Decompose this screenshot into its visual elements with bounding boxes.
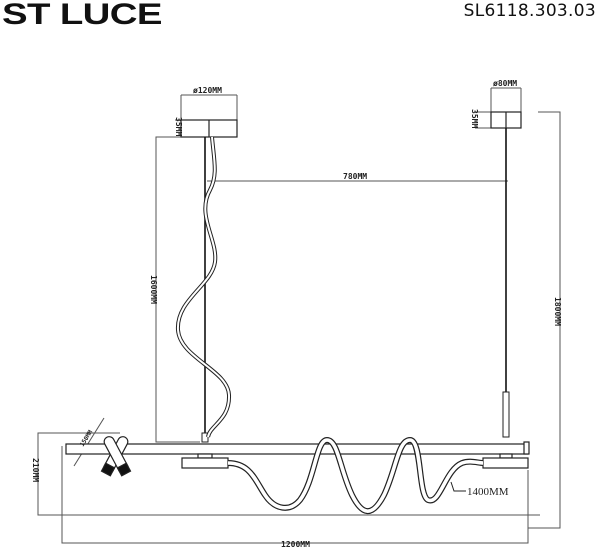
total-width-label: 1200MM (281, 540, 310, 548)
led-tube (227, 436, 484, 515)
left-canopy-diameter-label: ø120MM (193, 86, 222, 95)
suspension-cables (204, 128, 507, 437)
left-canopy-height-label: 35MM (174, 117, 183, 136)
power-cord (175, 136, 232, 438)
right-height-label: 1800MM (553, 297, 562, 326)
right-canopy-height-label: 35MM (470, 109, 479, 128)
right-canopy-diameter-label: ø80MM (493, 79, 517, 88)
spotlights (100, 436, 132, 477)
fixture-height-label: 210MM (31, 458, 40, 482)
dimension-lines (37, 87, 561, 544)
main-bar (65, 441, 530, 455)
canopies (180, 111, 522, 138)
tube-length-label: 1400MM (467, 486, 509, 498)
left-height-label: 1600MM (149, 275, 158, 304)
brand-logo: ST LUCE (2, 0, 162, 31)
model-number: SL6118.303.03 (463, 1, 596, 21)
canopy-spacing-label: 780MM (343, 172, 367, 181)
